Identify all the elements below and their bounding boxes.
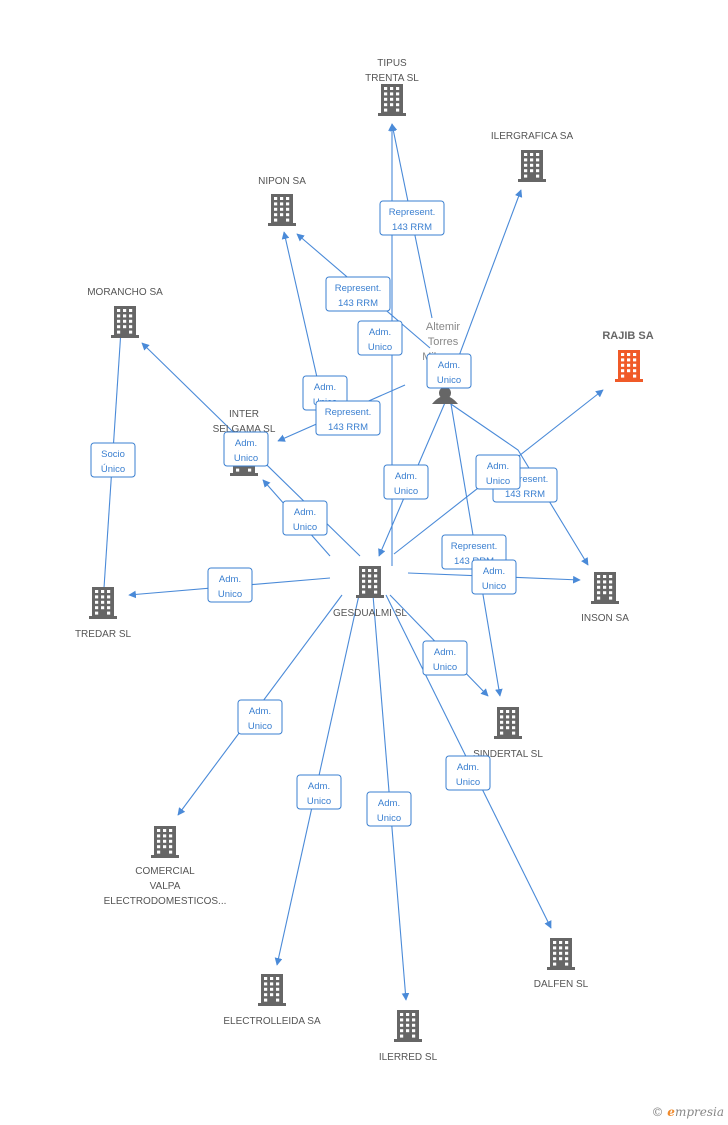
relation-label[interactable]: Adm. Unico <box>426 353 472 389</box>
company-name[interactable]: SINDERTAL SL <box>473 749 543 760</box>
relation-label-text: 143 RRM <box>338 298 378 309</box>
relation-label-text: Represent. <box>325 407 371 418</box>
relation-label-text: Unico <box>234 453 258 464</box>
electrolleida-building-icon[interactable] <box>258 974 286 1006</box>
focus-company-name[interactable]: RAJIB SA <box>602 330 653 342</box>
relation-label-text: Adm. <box>219 574 241 585</box>
company-name[interactable]: TIPUS <box>377 58 407 69</box>
person-name[interactable]: Altemir <box>426 321 461 333</box>
relation-label-text: Adm. <box>438 360 460 371</box>
company-name[interactable]: ILERRED SL <box>379 1052 438 1063</box>
gesdualmi-building-icon[interactable] <box>356 566 384 598</box>
relation-label[interactable]: Adm. Unico <box>445 755 491 791</box>
company-name[interactable]: INTER <box>229 409 259 420</box>
relation-label-text: Represent. <box>451 541 497 552</box>
brand-name: mpresia <box>674 1105 724 1119</box>
brand-initial: e <box>667 1105 675 1119</box>
company-name[interactable]: VALPA <box>150 881 181 892</box>
nipon-building-icon[interactable] <box>268 194 296 226</box>
company-name[interactable]: INSON SA <box>581 613 629 624</box>
relation-label-text: Unico <box>293 522 317 533</box>
tredar-building-icon[interactable] <box>89 587 117 619</box>
company-name[interactable]: COMERCIAL <box>135 866 195 877</box>
edge-labels-layer: Represent. 143 RRM Represent. 143 RRM Adm. Un… <box>90 200 558 827</box>
company-name[interactable]: SELGAMA SL <box>213 424 276 435</box>
company-name[interactable]: ELECTRODOMESTICOS... <box>104 896 227 907</box>
relation-label-text: Adm. <box>235 438 257 449</box>
company-name[interactable]: NIPON SA <box>258 176 306 187</box>
relation-label[interactable]: Adm. Unico <box>296 774 342 810</box>
relation-label-text: Socio <box>101 449 125 460</box>
relation-label[interactable]: Adm. Unico <box>471 559 517 595</box>
morancho-building-icon[interactable] <box>111 306 139 338</box>
relation-label[interactable]: Represent. 143 RRM <box>315 400 381 436</box>
company-name[interactable]: ILERGRAFICA SA <box>491 131 574 142</box>
relation-label[interactable]: Adm. Unico <box>237 699 283 735</box>
sindertal-building-icon[interactable] <box>494 707 522 739</box>
company-name[interactable]: TREDAR SL <box>75 629 132 640</box>
relation-label[interactable]: Adm. Unico <box>223 431 269 467</box>
relation-label-text: Adm. <box>483 566 505 577</box>
relation-label-text: Adm. <box>308 781 330 792</box>
relation-label-text: Adm. <box>369 327 391 338</box>
copyright-symbol: © <box>651 1105 664 1119</box>
ilerred-building-icon[interactable] <box>394 1010 422 1042</box>
relation-label-text: Adm. <box>434 647 456 658</box>
company-name[interactable]: GESDUALMI SL <box>333 608 407 619</box>
relation-label-text: Adm. <box>249 706 271 717</box>
relation-label-text: Adm. <box>457 762 479 773</box>
company-name[interactable]: DALFEN SL <box>534 979 589 990</box>
relation-label[interactable]: Adm. Unico <box>422 640 468 676</box>
relation-label[interactable]: Represent. 143 RRM <box>325 276 391 312</box>
relation-label-text: Unico <box>486 476 510 487</box>
relation-edge <box>447 401 589 566</box>
company-name[interactable]: MORANCHO SA <box>87 287 163 298</box>
relation-label-text: 143 RRM <box>392 222 432 233</box>
relation-label-text: Unico <box>248 721 272 732</box>
company-name[interactable]: TRENTA SL <box>365 73 419 84</box>
relation-label-text: Unico <box>437 375 461 386</box>
relation-label-text: Represent. <box>502 474 548 485</box>
comercial-building-icon[interactable] <box>151 826 179 858</box>
relation-label-text: Unico <box>394 486 418 497</box>
relation-label-text: Represent. <box>335 283 381 294</box>
empresia-watermark: © empresia <box>651 1105 724 1119</box>
relation-label-text: 143 RRM <box>328 422 368 433</box>
relation-label[interactable]: Adm. Unico <box>366 791 412 827</box>
relation-label-text: Unico <box>377 813 401 824</box>
relation-label[interactable]: Adm. Unico <box>475 454 521 490</box>
relation-label-text: Represent. <box>389 207 435 218</box>
relation-label-text: Adm. <box>294 507 316 518</box>
relation-label-text: Unico <box>482 581 506 592</box>
tipus-building-icon[interactable] <box>378 84 406 116</box>
relation-label-text: Adm. <box>314 382 336 393</box>
relation-label-text: Adm. <box>487 461 509 472</box>
relation-label-text: Unico <box>307 796 331 807</box>
inson-building-icon[interactable] <box>591 572 619 604</box>
person-icon[interactable] <box>432 387 458 404</box>
relation-label-text: Unico <box>368 342 392 353</box>
nodes-layer: TIPUS TRENTA SL ILERGRAFICA SA NIPON SA MORA… <box>75 58 654 1063</box>
relation-label[interactable]: Adm. Unico <box>207 567 253 603</box>
ilergrafica-building-icon[interactable] <box>518 150 546 182</box>
relation-label-text: Adm. <box>395 471 417 482</box>
relation-label-text: Unico <box>433 662 457 673</box>
relation-label[interactable]: Adm. Unico <box>282 500 328 536</box>
relation-label-text: Unico <box>456 777 480 788</box>
person-name[interactable]: Torres <box>428 336 459 348</box>
relation-label[interactable]: Adm. Unico <box>383 464 429 500</box>
relation-label-text: Unico <box>218 589 242 600</box>
focus-company-building-icon[interactable] <box>615 350 643 382</box>
relation-label[interactable]: Adm. Unico <box>357 320 403 356</box>
company-name[interactable]: ELECTROLLEIDA SA <box>223 1016 321 1027</box>
dalfen-building-icon[interactable] <box>547 938 575 970</box>
relation-label-text: 143 RRM <box>505 489 545 500</box>
relation-label[interactable]: Represent. 143 RRM <box>379 200 445 236</box>
relation-edge <box>281 231 322 396</box>
relation-label-text: Único <box>101 464 125 475</box>
relation-label-text: Adm. <box>378 798 400 809</box>
